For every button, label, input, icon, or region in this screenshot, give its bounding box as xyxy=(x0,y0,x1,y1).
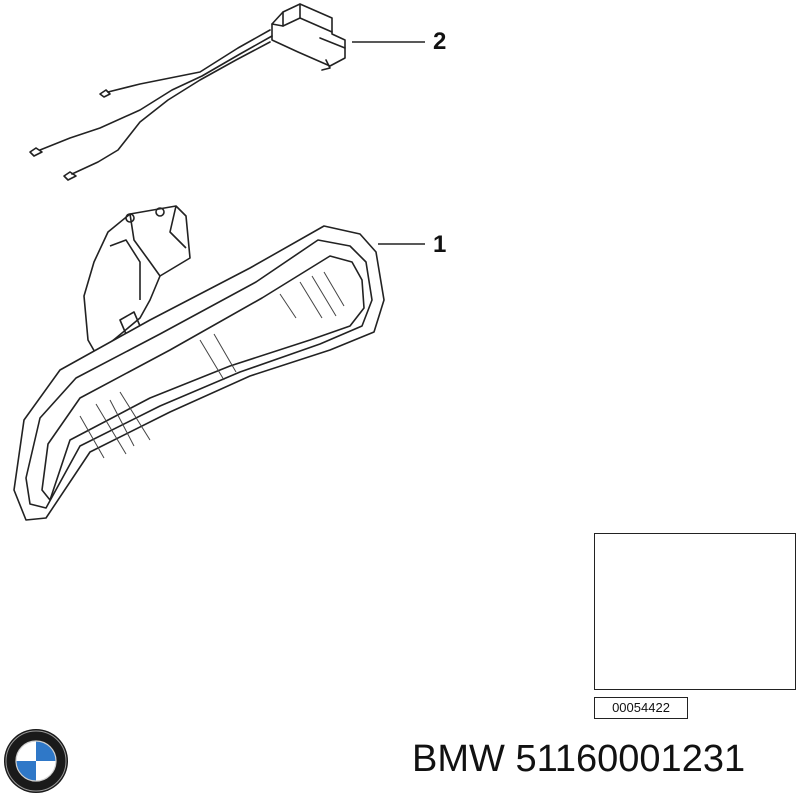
callout-number-1: 1 xyxy=(433,231,447,258)
wiring-harness xyxy=(29,3,346,181)
brand-name: BMW xyxy=(412,738,505,780)
rearview-mirror xyxy=(13,205,385,521)
bmw-roundel-logo xyxy=(4,729,68,793)
part-label: BMW 51160001231 xyxy=(412,738,745,781)
reference-code: 00054422 xyxy=(594,697,688,719)
reference-image-frame xyxy=(594,533,796,690)
callout-number-2: 2 xyxy=(433,28,447,55)
part-number: 51160001231 xyxy=(515,738,746,780)
